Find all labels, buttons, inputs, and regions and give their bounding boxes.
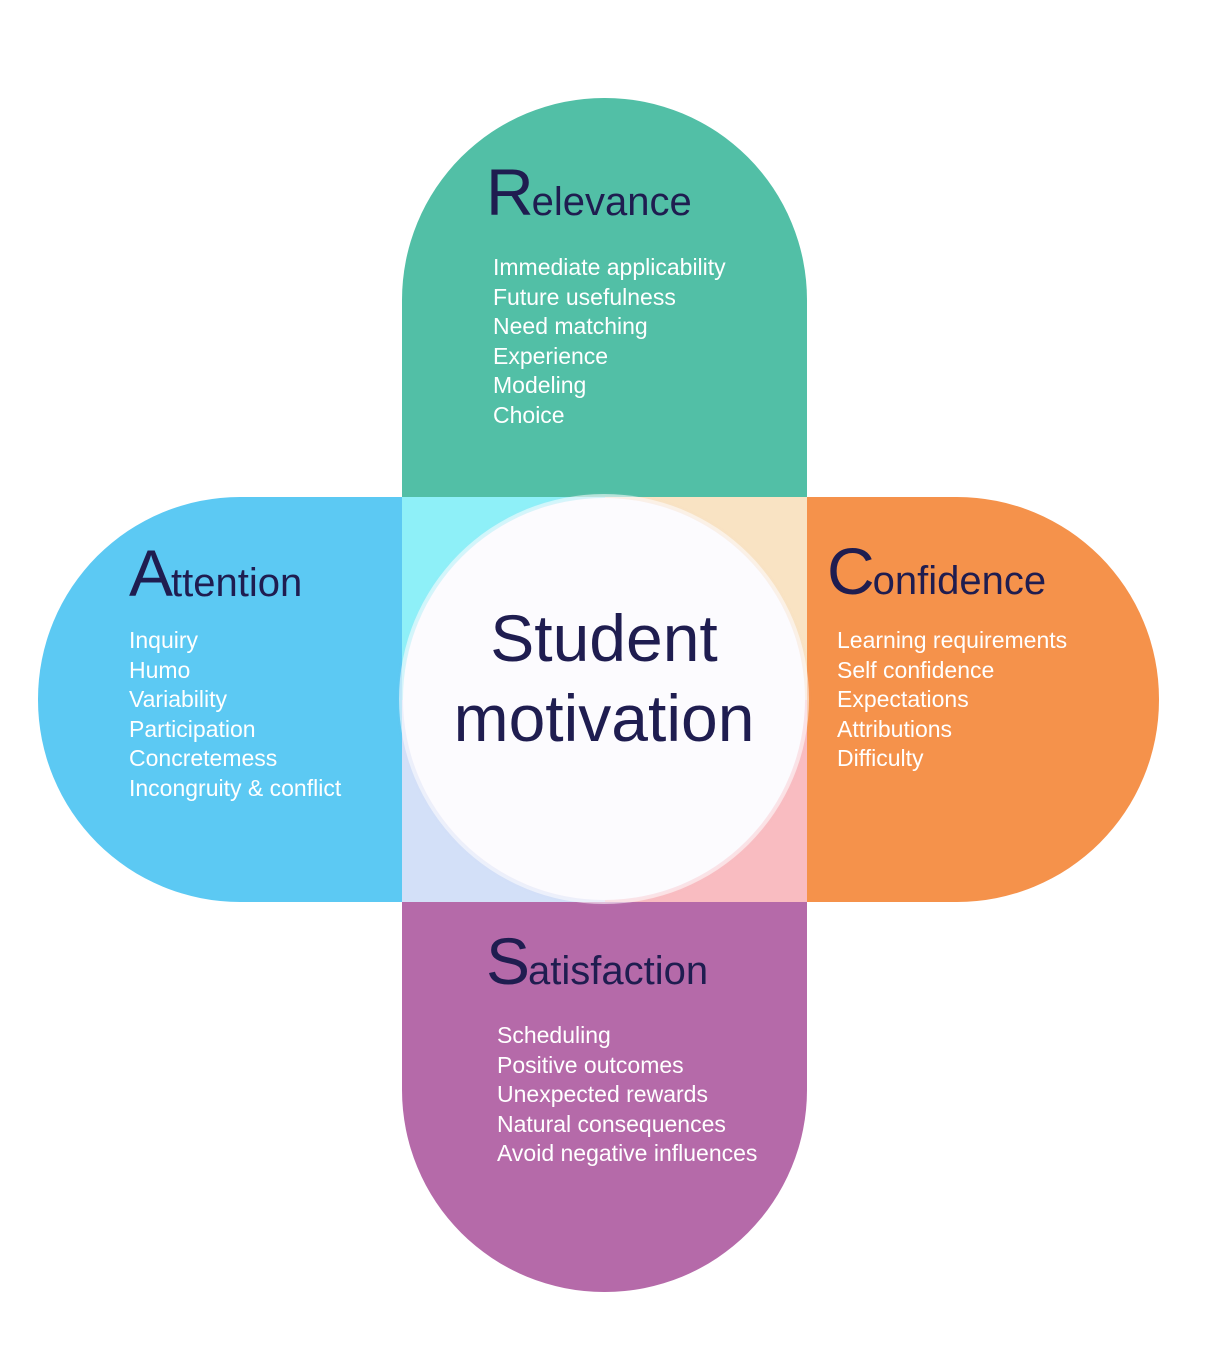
list-item: Difficulty (837, 745, 924, 771)
confidence-heading: Confidence (827, 533, 1046, 609)
attention-heading: Attention (129, 535, 302, 611)
center-title-line1: Student (490, 601, 718, 675)
list-item: Expectations (837, 686, 969, 712)
list-item: Positive outcomes (497, 1051, 684, 1078)
relevance-heading-initial: R (486, 155, 534, 229)
list-item: Humo (129, 656, 191, 683)
list-item: Unexpected rewards (497, 1081, 708, 1107)
list-item: Incongruity & conflict (129, 774, 342, 801)
attention-petal (38, 497, 402, 902)
satisfaction-heading-rest: atisfaction (528, 949, 709, 993)
list-item: Future usefulness (493, 283, 676, 310)
list-item: Choice (493, 401, 565, 428)
list-item: Self confidence (837, 656, 995, 683)
list-item: Variability (129, 686, 227, 712)
satisfaction-heading-initial: S (486, 924, 530, 998)
list-item: Modeling (493, 372, 587, 398)
list-item: Learning requirements (837, 627, 1068, 653)
attention-heading-initial: A (129, 536, 173, 610)
center-title-line2: motivation (453, 681, 755, 755)
satisfaction-heading: Satisfaction (486, 923, 708, 999)
relevance-heading: Relevance (486, 154, 692, 230)
satisfaction-petal (402, 902, 807, 1292)
confidence-heading-rest: onfidence (872, 559, 1047, 603)
confidence-heading-initial: C (827, 534, 875, 608)
list-item: Experience (493, 342, 609, 369)
attention-heading-rest: ttention (171, 561, 303, 605)
list-item: Concretemess (129, 745, 278, 771)
list-item: Need matching (493, 313, 648, 339)
confidence-list: Learning requirements Self confidence Ex… (837, 626, 1067, 774)
relevance-heading-rest: elevance (531, 180, 692, 224)
center-circle (403, 498, 805, 900)
list-item: Inquiry (129, 627, 199, 653)
list-item: Immediate applicability (493, 254, 726, 280)
relevance-petal (402, 98, 807, 498)
list-item: Avoid negative influences (497, 1140, 758, 1166)
relevance-list: Immediate applicability Future usefulnes… (493, 253, 726, 430)
list-item: Natural consequences (497, 1110, 726, 1137)
list-item: Participation (129, 715, 256, 742)
center-title: Student motivation (403, 598, 805, 758)
list-item: Attributions (837, 715, 953, 742)
list-item: Scheduling (497, 1022, 611, 1048)
confidence-petal (807, 497, 1159, 902)
attention-list: Inquiry Humo Variability Participation C… (129, 626, 341, 803)
satisfaction-list: Scheduling Positive outcomes Unexpected … (497, 1021, 757, 1169)
